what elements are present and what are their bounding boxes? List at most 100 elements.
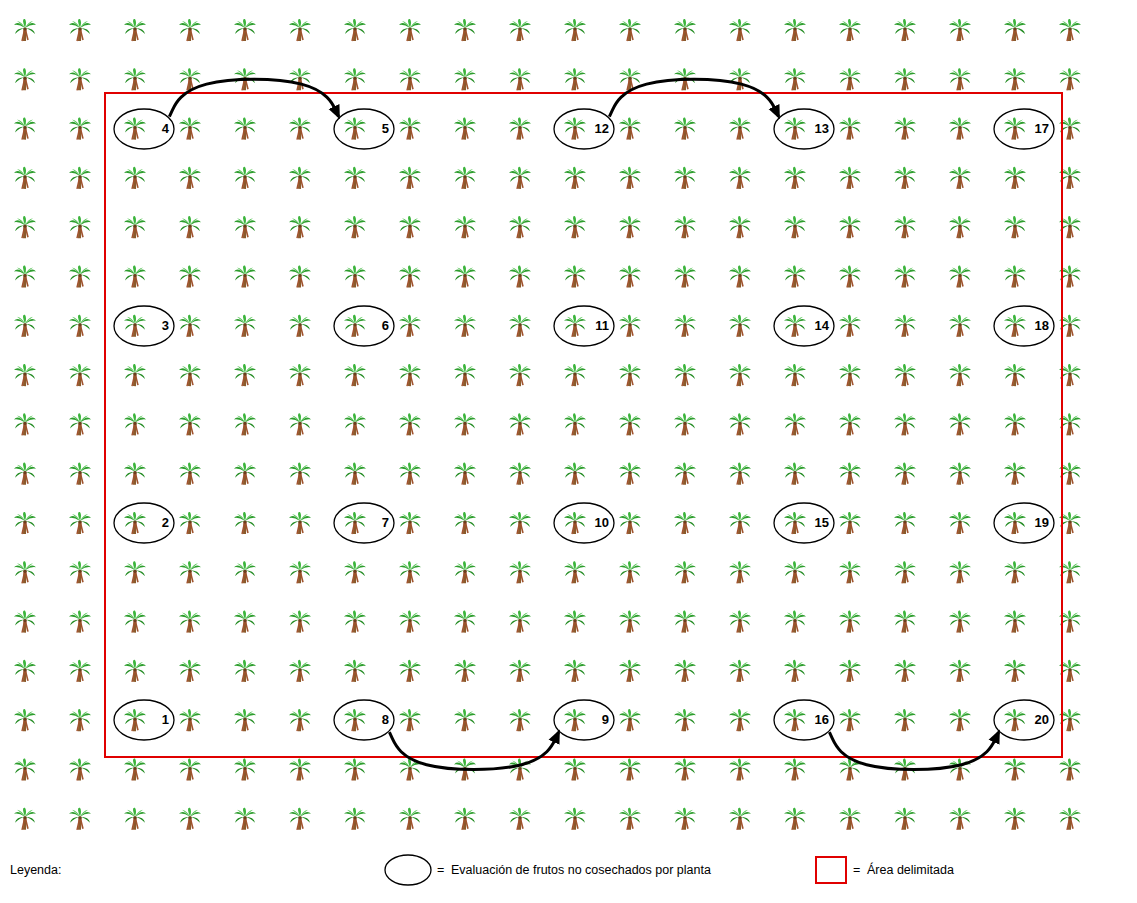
- palm-tree: [619, 118, 641, 140]
- palm-tree: [454, 413, 476, 435]
- palm-tree: [14, 265, 36, 287]
- palm-tree: [1004, 265, 1026, 287]
- palm-tree: [14, 167, 36, 189]
- palm-tree: [674, 709, 696, 731]
- palm-tree: [894, 19, 916, 41]
- palm-tree: [234, 413, 256, 435]
- palm-tree: [564, 167, 586, 189]
- palm-tree: [399, 709, 421, 731]
- palm-tree: [564, 808, 586, 830]
- palm-tree: [124, 463, 146, 485]
- palm-tree: [289, 463, 311, 485]
- palm-tree: [399, 265, 421, 287]
- sample-plant-circle: 19: [993, 502, 1055, 544]
- palm-tree: [1004, 315, 1026, 337]
- palm-tree: [454, 265, 476, 287]
- palm-tree: [619, 364, 641, 386]
- palm-tree: [124, 611, 146, 633]
- palm-tree: [949, 413, 971, 435]
- palm-tree: [729, 808, 751, 830]
- palm-tree: [1004, 561, 1026, 583]
- sample-plant-circle: 13: [773, 108, 835, 150]
- sample-number: 19: [1035, 515, 1049, 531]
- palm-tree: [69, 315, 91, 337]
- palm-tree: [1059, 68, 1081, 90]
- palm-tree: [509, 660, 531, 682]
- palm-tree: [14, 758, 36, 780]
- palm-tree: [564, 463, 586, 485]
- sample-number: 18: [1035, 318, 1049, 334]
- legend-text: Evaluación de frutos no cosechados por p…: [451, 862, 711, 878]
- palm-tree: [234, 463, 256, 485]
- palm-tree: [454, 709, 476, 731]
- palm-tree: [234, 167, 256, 189]
- palm-tree: [14, 512, 36, 534]
- palm-tree: [234, 19, 256, 41]
- palm-tree: [344, 512, 366, 534]
- palm-tree: [234, 512, 256, 534]
- palm-tree: [289, 758, 311, 780]
- sample-plant-circle: 6: [333, 305, 395, 347]
- palm-tree: [674, 413, 696, 435]
- walk-arrow: [829, 732, 998, 769]
- sample-number: 17: [1035, 121, 1049, 137]
- palm-tree: [69, 463, 91, 485]
- palm-tree: [179, 512, 201, 534]
- palm-tree: [179, 611, 201, 633]
- palm-tree: [344, 265, 366, 287]
- palm-tree: [509, 364, 531, 386]
- palm-tree: [234, 118, 256, 140]
- sample-plant-circle: 16: [773, 699, 835, 741]
- palm-tree: [1004, 611, 1026, 633]
- circle-outline-shape: [774, 503, 834, 543]
- palm-tree: [14, 413, 36, 435]
- sample-plant-circle: 15: [773, 502, 835, 544]
- palm-tree: [564, 265, 586, 287]
- palm-tree: [69, 512, 91, 534]
- palm-tree: [289, 611, 311, 633]
- palm-tree: [949, 512, 971, 534]
- palm-tree: [399, 118, 421, 140]
- delimited-area: [105, 93, 1062, 757]
- palm-tree: [454, 68, 476, 90]
- palm-tree: [674, 167, 696, 189]
- palm-tree: [454, 118, 476, 140]
- palm-tree: [124, 315, 146, 337]
- palm-tree: [234, 364, 256, 386]
- palm-tree: [839, 611, 861, 633]
- palm-tree: [399, 315, 421, 337]
- circle-outline-shape: [994, 109, 1054, 149]
- palm-tree: [454, 463, 476, 485]
- palm-tree: [619, 167, 641, 189]
- sample-plant-circle: 17: [993, 108, 1055, 150]
- palm-tree: [1004, 216, 1026, 238]
- palm-tree: [619, 808, 641, 830]
- palm-tree: [124, 561, 146, 583]
- sample-plant-circle: 5: [333, 108, 395, 150]
- palm-tree: [839, 19, 861, 41]
- palm-tree: [289, 364, 311, 386]
- palm-tree: [289, 512, 311, 534]
- palm-tree: [509, 315, 531, 337]
- palm-tree: [399, 68, 421, 90]
- palm-tree: [399, 216, 421, 238]
- palm-tree: [234, 315, 256, 337]
- palm-tree: [894, 167, 916, 189]
- palm-tree: [949, 561, 971, 583]
- palm-tree: [179, 315, 201, 337]
- walk-arrow: [609, 79, 778, 116]
- sample-number: 7: [382, 515, 389, 531]
- palm-tree: [179, 561, 201, 583]
- palm-tree: [949, 364, 971, 386]
- palm-tree: [124, 660, 146, 682]
- sample-plant-circle: 18: [993, 305, 1055, 347]
- palm-tree: [454, 660, 476, 682]
- palm-tree: [234, 660, 256, 682]
- palm-tree: [564, 709, 586, 731]
- sample-plant-circle: 4: [113, 108, 175, 150]
- palm-tree: [454, 808, 476, 830]
- sample-plant-circle: 14: [773, 305, 835, 347]
- palm-tree: [509, 463, 531, 485]
- palm-tree: [1004, 68, 1026, 90]
- palm-tree: [729, 167, 751, 189]
